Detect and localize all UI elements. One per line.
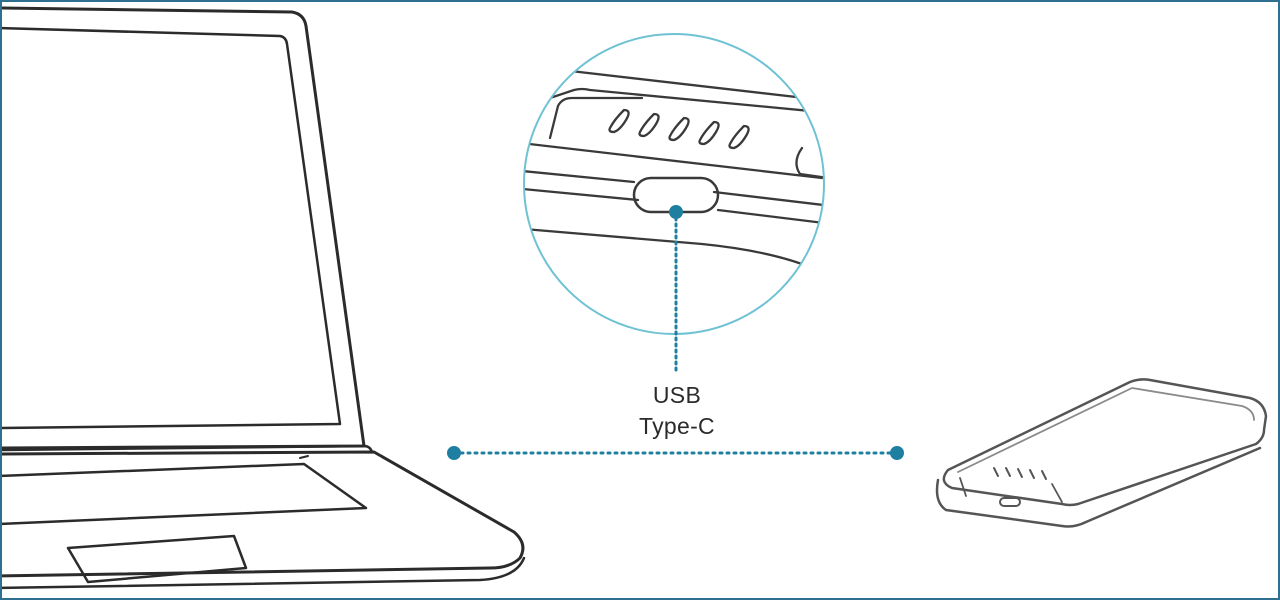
usb-c-port-icon xyxy=(999,497,1021,507)
laptop-lid xyxy=(2,6,366,450)
laptop-icon xyxy=(2,6,526,590)
port-zoom-detail xyxy=(523,33,825,335)
connection-label-line2: Type-C xyxy=(639,413,715,439)
external-drive-icon xyxy=(935,378,1268,528)
laptop-screen xyxy=(2,26,342,430)
connection-line xyxy=(447,446,904,460)
laptop-trackpad xyxy=(66,534,248,584)
laptop-base-edge xyxy=(2,556,526,590)
port-callout xyxy=(669,205,683,376)
connection-endpoint-drive xyxy=(890,446,904,460)
zoom-vents xyxy=(608,108,750,150)
connection-endpoint-laptop xyxy=(447,446,461,460)
laptop-keyboard xyxy=(2,462,368,526)
connection-label-line1: USB xyxy=(652,382,702,408)
drive-vents xyxy=(993,467,1047,480)
laptop-base xyxy=(2,450,525,578)
zoom-circle xyxy=(523,33,825,335)
